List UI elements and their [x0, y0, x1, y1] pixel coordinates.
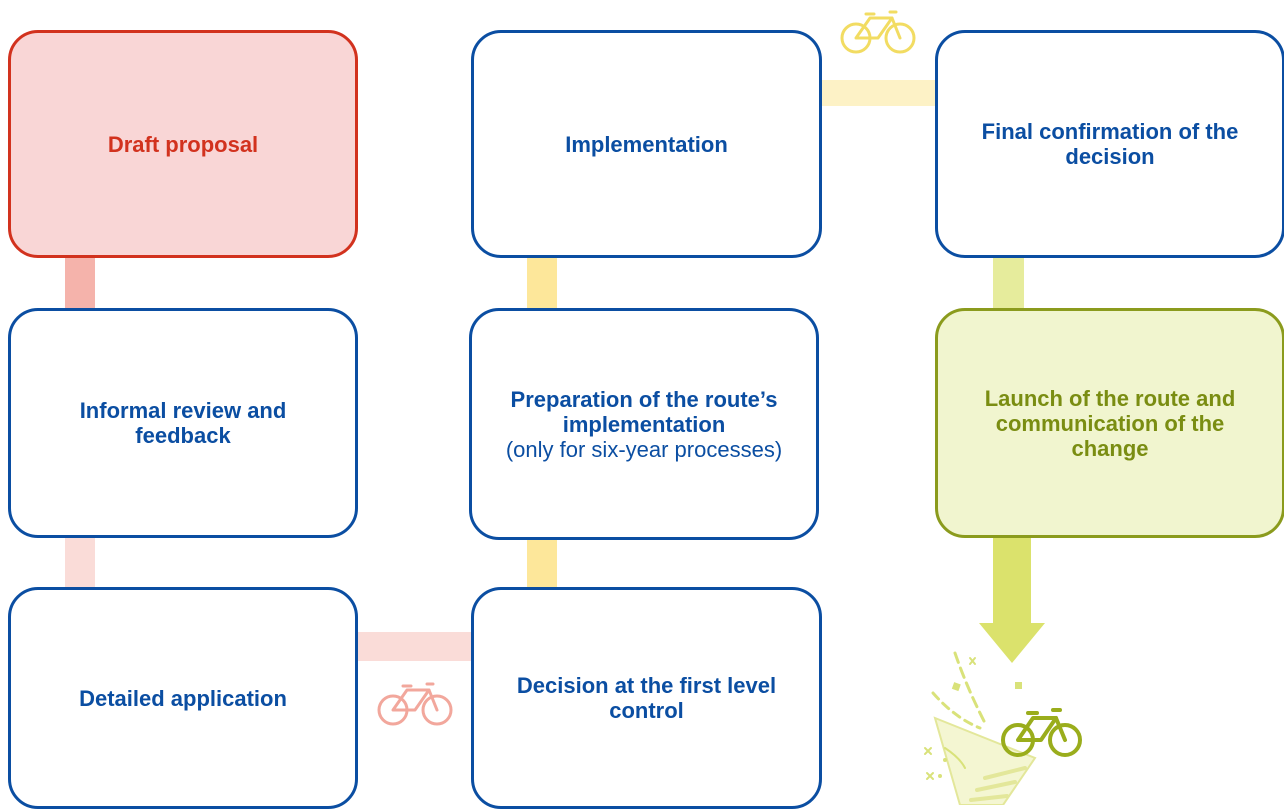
connector-implementation-confirmation [820, 80, 938, 106]
connector-confirmation-launch [993, 256, 1024, 311]
step-title: Implementation [565, 131, 728, 157]
connector-decision-preparation [527, 538, 557, 590]
step-title: Informal review and feedback [79, 398, 287, 448]
step-draft-proposal: Draft proposal [8, 30, 358, 258]
bicycle-icon [840, 8, 916, 56]
step-title: Decision at the first level control [516, 673, 777, 723]
down-arrow [979, 535, 1045, 663]
step-final-confirmation: Final confirmation of the decision [935, 30, 1284, 258]
step-first-level-decision: Decision at the first level control [471, 587, 822, 809]
step-detailed-application: Detailed application [8, 587, 358, 809]
step-title: Launch of the route and communication of… [984, 385, 1236, 461]
step-implementation: Implementation [471, 30, 822, 258]
step-title: Preparation of the route’s implementatio… [510, 386, 778, 437]
party-popper-icon [915, 648, 1085, 810]
connector-preparation-implementation [527, 255, 557, 311]
connector-draft-review [65, 255, 95, 311]
step-title: Final confirmation of the decision [981, 119, 1239, 169]
step-preparation: Preparation of the route’s implementatio… [469, 308, 819, 540]
step-launch: Launch of the route and communication of… [935, 308, 1284, 538]
connector-application-decision [356, 632, 473, 661]
connector-review-application [65, 535, 95, 590]
step-title: Draft proposal [107, 131, 259, 157]
bicycle-icon [377, 680, 453, 728]
step-title: Detailed application [79, 685, 287, 711]
step-note: (only for six-year processes) [505, 436, 783, 462]
step-informal-review: Informal review and feedback [8, 308, 358, 538]
